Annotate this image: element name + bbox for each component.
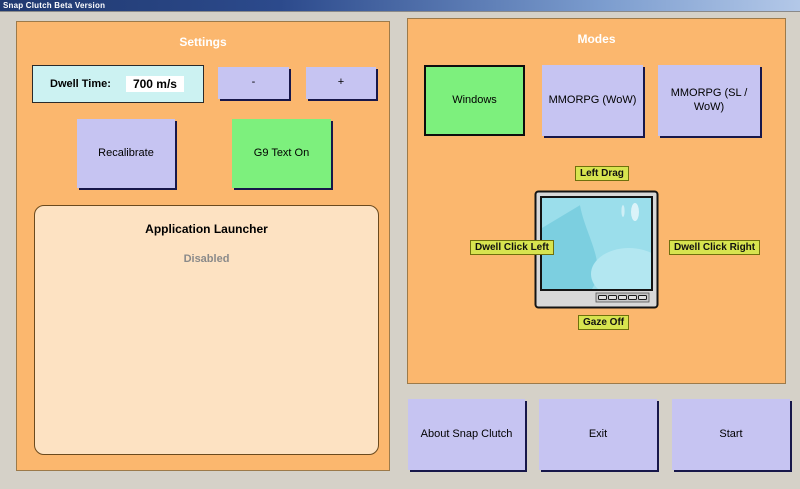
settings-header: Settings [179,35,227,49]
dwell-time-value: 700 m/s [125,76,184,92]
application-launcher-panel: Application Launcher Disabled [34,205,379,455]
application-launcher-status: Disabled [183,253,230,265]
g9-text-toggle-button[interactable]: G9 Text On [232,119,331,188]
window-title: Snap Clutch Beta Version [3,1,106,10]
monitor-graphic [534,190,659,309]
gaze-label-dwell-click-right: Dwell Click Right [669,240,761,255]
title-bar[interactable]: Snap Clutch Beta Version [0,0,800,12]
modes-panel: Modes Windows MMORPG (WoW) MMORPG (SL / … [407,18,786,384]
settings-panel: Settings Dwell Time: 700 m/s - + Recalib… [16,21,390,471]
recalibrate-button[interactable]: Recalibrate [77,119,175,188]
modes-header: Modes [577,32,616,46]
dwell-time-label: Dwell Time: [50,78,111,90]
application-launcher-title: Application Launcher [145,222,268,236]
mode-windows-button[interactable]: Windows [424,65,525,136]
exit-button[interactable]: Exit [539,399,657,470]
mode-mmorpg-wow-button[interactable]: MMORPG (WoW) [542,65,643,136]
dwell-time-box: Dwell Time: 700 m/s [32,65,204,103]
start-button[interactable]: Start [672,399,790,470]
gaze-label-gaze-off: Gaze Off [578,315,630,330]
gaze-label-dwell-click-left: Dwell Click Left [470,240,554,255]
about-button[interactable]: About Snap Clutch [408,399,525,470]
dwell-increase-button[interactable]: + [306,67,376,99]
mode-mmorpg-sl-wow-button[interactable]: MMORPG (SL / WoW) [658,65,760,136]
gaze-label-left-drag: Left Drag [575,166,629,181]
dwell-decrease-button[interactable]: - [218,67,289,99]
